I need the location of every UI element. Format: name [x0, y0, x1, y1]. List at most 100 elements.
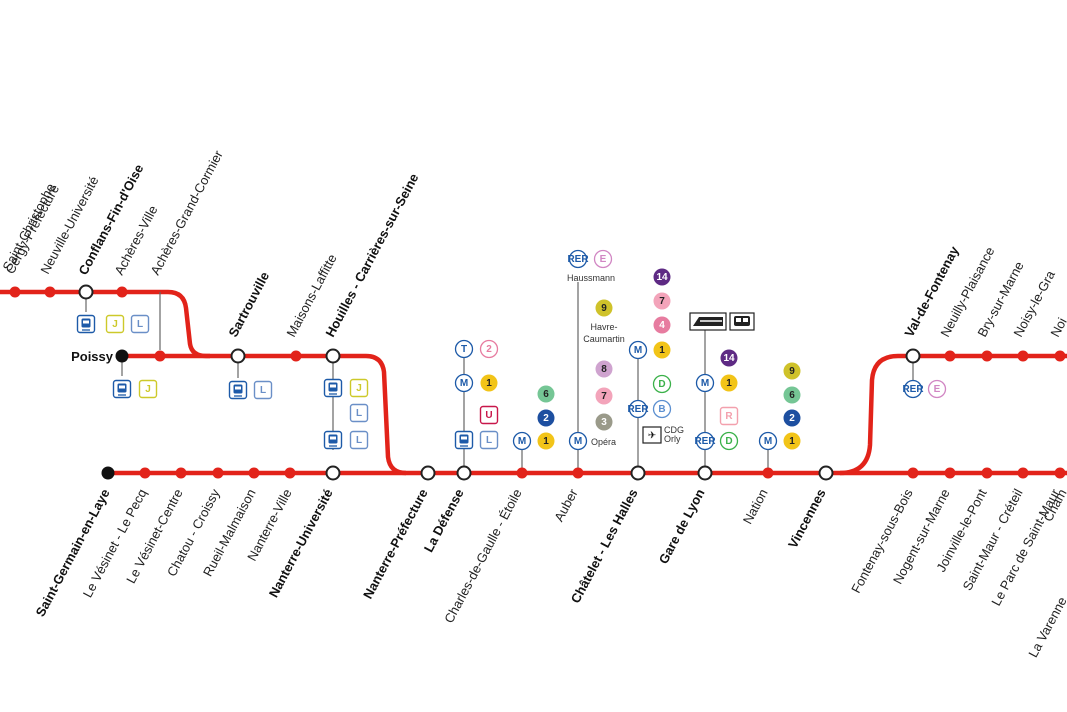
chatelet-rer-icon[interactable]: RER [627, 399, 649, 419]
svg-text:1: 1 [789, 436, 795, 447]
station-chatou[interactable] [212, 467, 224, 479]
svg-text:1: 1 [543, 436, 549, 447]
la-defense-transilien-icon[interactable] [454, 430, 474, 450]
station-cdg_etoile[interactable] [516, 467, 528, 479]
station-vesinet_pecq[interactable] [139, 467, 151, 479]
station-sartrouville[interactable] [230, 348, 246, 364]
nanterre-u-line-l-badge[interactable]: L [349, 430, 369, 450]
la-defense-tram-icon[interactable]: T [454, 339, 474, 359]
nanterre-u-transilien-icon[interactable] [323, 430, 343, 450]
havre-m9-badge[interactable]: 9 [595, 299, 613, 317]
svg-text:M: M [701, 378, 709, 389]
conflans-line-l-badge[interactable]: L [130, 314, 150, 334]
poissy-line-j-badge[interactable]: J [138, 379, 158, 399]
haussmann-rer-icon[interactable]: RER [567, 249, 589, 269]
station-nanterre_universite[interactable] [325, 465, 341, 481]
lyon-line-r-badge[interactable]: R [719, 406, 739, 426]
station-rueil[interactable] [248, 467, 260, 479]
station-nanterre_prefecture[interactable] [420, 465, 436, 481]
conflans-line-j-badge[interactable]: J [105, 314, 125, 334]
station-maisons_laffitte[interactable] [290, 350, 302, 362]
conflans-transilien-icon[interactable] [76, 314, 96, 334]
nation-m9-badge[interactable]: 9 [783, 362, 801, 380]
station-saint_christophe[interactable] [9, 286, 21, 298]
opera-m8-badge[interactable]: 8 [595, 360, 613, 378]
station-chatelet[interactable] [630, 465, 646, 481]
lyon-rer-d-badge[interactable]: D [719, 431, 739, 451]
svg-text:L: L [486, 435, 492, 446]
station-parc_saint_maur[interactable] [1054, 467, 1066, 479]
nation-metro-icon[interactable]: M [758, 431, 778, 451]
station-nanterre_ville[interactable] [284, 467, 296, 479]
station-fontenay[interactable] [907, 467, 919, 479]
station-saint_germain[interactable] [101, 466, 115, 480]
chatelet-metro-icon[interactable]: M [628, 340, 648, 360]
station-poissy[interactable] [115, 349, 129, 363]
station-conflans[interactable] [78, 284, 94, 300]
chatelet-m4-badge[interactable]: 4 [653, 316, 671, 334]
station-houilles[interactable] [325, 348, 341, 364]
station-auber[interactable] [572, 467, 584, 479]
sartrouville-transilien-icon[interactable] [228, 380, 248, 400]
station-noisy_le_grand[interactable] [1017, 350, 1029, 362]
station-nogent[interactable] [944, 467, 956, 479]
station-nation[interactable] [762, 467, 774, 479]
nation-m6-badge[interactable]: 6 [783, 386, 801, 404]
la-defense-t2-badge[interactable]: 2 [479, 339, 499, 359]
houilles-line-l-badge[interactable]: L [349, 403, 369, 423]
chatelet-rer-b-badge[interactable]: B [652, 399, 672, 419]
lyon-m1-badge[interactable]: 1 [720, 374, 738, 392]
opera-m3-badge[interactable]: 3 [595, 413, 613, 431]
lyon-metro-icon[interactable]: M [695, 373, 715, 393]
opera-metro-icon[interactable]: M [568, 431, 588, 451]
houilles-transilien-icon[interactable] [323, 378, 343, 398]
station-cergy_prefecture[interactable] [44, 286, 56, 298]
etoile-m6-badge[interactable]: 6 [537, 385, 555, 403]
station-bry_sur_marne[interactable] [981, 350, 993, 362]
nation-m1-badge[interactable]: 1 [783, 432, 801, 450]
houilles-line-j-badge[interactable]: J [349, 378, 369, 398]
svg-text:1: 1 [726, 378, 732, 389]
poissy-transilien-icon[interactable] [112, 379, 132, 399]
haussmann-rer-e-badge[interactable]: E [593, 249, 613, 269]
svg-text:9: 9 [789, 366, 795, 377]
svg-text:J: J [356, 383, 362, 394]
station-acheres_ville[interactable] [116, 286, 128, 298]
la-defense-m1-badge[interactable]: 1 [480, 374, 498, 392]
svg-text:L: L [356, 408, 362, 419]
station-acheres_grand_cormier[interactable] [154, 350, 166, 362]
val-de-fontenay-rer-e-badge[interactable]: E [927, 379, 947, 399]
svg-text:7: 7 [659, 296, 665, 307]
svg-text:B: B [658, 404, 665, 415]
station-vesinet_centre[interactable] [175, 467, 187, 479]
station-joinville[interactable] [981, 467, 993, 479]
etoile-m1-badge[interactable]: 1 [537, 432, 555, 450]
val-de-fontenay-rer-icon[interactable]: RER [902, 379, 924, 399]
la-defense-metro-icon[interactable]: M [454, 373, 474, 393]
etoile-m2-badge[interactable]: 2 [537, 409, 555, 427]
nation-m2-badge[interactable]: 2 [783, 409, 801, 427]
station-val_de_fontenay[interactable] [905, 348, 921, 364]
opera-m7-badge[interactable]: 7 [595, 387, 613, 405]
lyon-m14-badge[interactable]: 14 [720, 349, 738, 367]
sartrouville-line-l-badge[interactable]: L [253, 380, 273, 400]
etoile-metro-icon[interactable]: M [512, 431, 532, 451]
la-defense-line-l-badge[interactable]: L [479, 430, 499, 450]
station-gare_de_lyon[interactable] [697, 465, 713, 481]
chatelet-rer-d-badge[interactable]: D [652, 374, 672, 394]
label-noisy_champs: Noi [1047, 315, 1067, 339]
station-la_defense[interactable] [456, 465, 472, 481]
chatelet-m1-badge[interactable]: 1 [653, 341, 671, 359]
svg-text:J: J [112, 319, 118, 330]
station-saint_maur_creteil[interactable] [1017, 467, 1029, 479]
label-chatelet: Châtelet - Les Halles [568, 486, 641, 605]
station-neuilly_plaisance[interactable] [944, 350, 956, 362]
chatelet-m14-badge[interactable]: 14 [653, 268, 671, 286]
label-gare_de_lyon: Gare de Lyon [656, 486, 708, 566]
station-noisy_champs[interactable] [1054, 350, 1066, 362]
lyon-rer-icon[interactable]: RER [694, 431, 716, 451]
la-defense-line-u-badge[interactable]: U [479, 405, 499, 425]
chatelet-m7-badge[interactable]: 7 [653, 292, 671, 310]
station-vincennes[interactable] [818, 465, 834, 481]
